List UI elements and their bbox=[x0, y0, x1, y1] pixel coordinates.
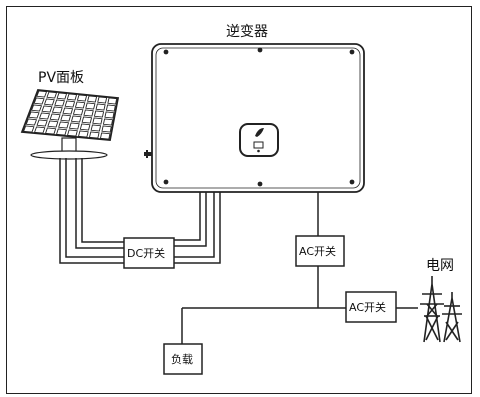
dc-wiring bbox=[59, 158, 221, 264]
solar-cell bbox=[77, 130, 89, 138]
ac-switch-1: AC开关 bbox=[295, 235, 345, 267]
solar-cell bbox=[43, 98, 55, 106]
solar-cell bbox=[70, 115, 82, 123]
load-label: 负载 bbox=[171, 352, 193, 366]
leaf-icon bbox=[255, 128, 264, 137]
inverter bbox=[144, 43, 365, 193]
inverter-label: 逆变器 bbox=[226, 24, 268, 40]
solar-cell bbox=[101, 125, 112, 133]
solar-cell bbox=[58, 121, 70, 129]
solar-cell bbox=[49, 113, 61, 121]
grid-label: 电网 bbox=[426, 258, 454, 274]
solar-cell bbox=[44, 127, 57, 135]
solar-cell bbox=[38, 112, 51, 120]
solar-cell bbox=[93, 110, 105, 118]
solar-cell bbox=[30, 104, 43, 112]
solar-cell bbox=[74, 101, 86, 109]
solar-cell bbox=[41, 105, 53, 113]
solar-cell bbox=[104, 111, 115, 119]
pv-panel-label: PV面板 bbox=[38, 70, 84, 86]
solar-cell bbox=[23, 125, 35, 133]
solar-cell bbox=[68, 122, 80, 130]
solar-cell bbox=[90, 124, 102, 132]
ac-wiring bbox=[181, 192, 418, 344]
solar-cell bbox=[76, 94, 88, 102]
solar-cell bbox=[54, 99, 65, 107]
solar-cell bbox=[107, 97, 118, 105]
dc-switch-label: DC开关 bbox=[127, 246, 165, 260]
solar-cell bbox=[87, 95, 98, 103]
solar-cell bbox=[66, 129, 78, 137]
solar-cell bbox=[51, 106, 63, 114]
solar-cell bbox=[81, 116, 93, 124]
solar-cell bbox=[60, 114, 72, 122]
solar-cell bbox=[56, 92, 68, 100]
ac-switch-1-label: AC开关 bbox=[299, 244, 336, 258]
solar-cell bbox=[99, 132, 111, 140]
solar-cell bbox=[47, 120, 59, 128]
solar-cell bbox=[92, 117, 103, 125]
solar-cell bbox=[83, 109, 94, 117]
solar-cell bbox=[85, 102, 96, 110]
load: 负载 bbox=[163, 343, 203, 375]
solar-cell bbox=[46, 91, 58, 99]
solar-cell bbox=[72, 108, 84, 116]
solar-cell bbox=[105, 104, 116, 112]
transmission-tower-icon bbox=[420, 276, 462, 343]
solar-cell bbox=[97, 96, 108, 104]
solar-cell bbox=[33, 97, 45, 105]
solar-cell bbox=[102, 118, 114, 126]
solar-cell bbox=[28, 111, 40, 119]
solar-cell bbox=[95, 103, 106, 111]
diagram-frame bbox=[6, 6, 472, 394]
ac-switch-2: AC开关 bbox=[345, 291, 397, 323]
solar-cell bbox=[66, 93, 78, 101]
solar-cell bbox=[62, 107, 74, 115]
solar-cell bbox=[55, 128, 68, 136]
pv-panel bbox=[20, 89, 120, 160]
solar-cell bbox=[88, 131, 100, 139]
solar-cell bbox=[36, 90, 48, 98]
solar-cell bbox=[64, 100, 76, 108]
solar-cell bbox=[25, 118, 38, 126]
solar-cell bbox=[36, 119, 48, 127]
solar-cell bbox=[34, 126, 46, 134]
ac-switch-2-label: AC开关 bbox=[349, 300, 386, 314]
dc-switch: DC开关 bbox=[123, 237, 175, 269]
solar-cell bbox=[79, 123, 91, 131]
